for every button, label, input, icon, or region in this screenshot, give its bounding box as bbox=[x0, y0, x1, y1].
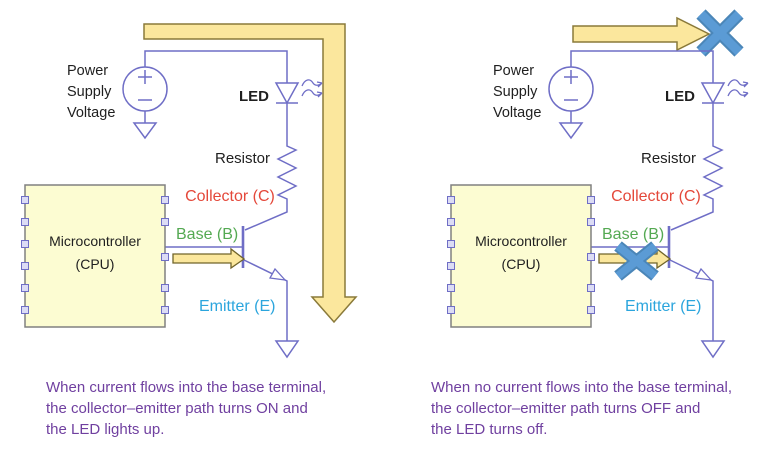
resistor-label: Resistor bbox=[641, 150, 696, 167]
base-label: Base (B) bbox=[602, 226, 664, 243]
resistor-symbol bbox=[702, 141, 724, 207]
resistor-label: Resistor bbox=[215, 150, 270, 167]
left-caption: When current flows into the base termina… bbox=[46, 377, 386, 440]
collector-wire bbox=[244, 207, 288, 231]
microcontroller-box: Microcontroller (CPU) bbox=[21, 184, 169, 328]
light-emission-arrows bbox=[727, 79, 749, 98]
collector-label: Collector (C) bbox=[185, 188, 275, 205]
power-supply-label: Supply bbox=[67, 84, 112, 100]
ground-symbol bbox=[558, 122, 584, 140]
power-supply-label: Voltage bbox=[67, 105, 115, 121]
ground-symbol bbox=[132, 122, 158, 140]
emitter-ground-symbol bbox=[700, 340, 726, 359]
right-circuit: Microcontroller (CPU) Power Supply Volta… bbox=[447, 9, 749, 359]
collector-label: Collector (C) bbox=[611, 188, 701, 205]
current-flow-arrow bbox=[143, 23, 358, 324]
emitter-label: Emitter (E) bbox=[625, 298, 701, 315]
wires bbox=[144, 50, 288, 341]
blocked-x-icon-base bbox=[614, 241, 659, 281]
blocked-current-flow-arrow bbox=[572, 16, 711, 52]
caption-line: the collector–emitter path turns ON and bbox=[46, 400, 308, 417]
wires bbox=[570, 50, 714, 341]
led-symbol bbox=[274, 82, 300, 105]
caption-line: When current flows into the base termina… bbox=[46, 379, 327, 396]
base-current-arrow bbox=[172, 247, 246, 270]
right-caption: When no current flows into the base term… bbox=[431, 377, 768, 440]
led-label: LED bbox=[665, 88, 695, 105]
collector-wire bbox=[670, 207, 714, 231]
mcu-label: Microcontroller bbox=[475, 233, 567, 249]
npn-transistor-symbol bbox=[241, 226, 287, 281]
caption-line: the LED turns off. bbox=[431, 421, 548, 438]
power-supply-symbol bbox=[122, 66, 168, 112]
caption-line: the collector–emitter path turns OFF and bbox=[431, 400, 701, 417]
mcu-label-2: (CPU) bbox=[502, 256, 541, 272]
mcu-label-2: (CPU) bbox=[76, 256, 115, 272]
plus-sign bbox=[138, 70, 152, 84]
microcontroller-box: Microcontroller (CPU) bbox=[447, 184, 595, 328]
top-wire bbox=[570, 50, 714, 83]
led-label: LED bbox=[239, 88, 269, 105]
left-circuit: Microcontroller (CPU) Power Supply Volta… bbox=[21, 23, 358, 359]
emitter-label: Emitter (E) bbox=[199, 298, 275, 315]
mcu-label: Microcontroller bbox=[49, 233, 141, 249]
resistor-symbol bbox=[276, 141, 298, 207]
base-label: Base (B) bbox=[176, 226, 238, 243]
caption-line: When no current flows into the base term… bbox=[431, 379, 732, 396]
blocked-x-icon bbox=[696, 9, 744, 57]
power-supply-label: Power bbox=[493, 63, 534, 79]
power-supply-label: Power bbox=[67, 63, 108, 79]
caption-line: the LED lights up. bbox=[46, 421, 165, 438]
power-supply-label: Voltage bbox=[493, 105, 541, 121]
emitter-ground-symbol bbox=[274, 340, 300, 359]
emitter-wire bbox=[243, 259, 288, 341]
plus-sign bbox=[564, 70, 578, 84]
mcu-pins bbox=[21, 196, 169, 314]
emitter-arrowhead bbox=[268, 267, 287, 281]
top-wire bbox=[144, 50, 288, 83]
led-symbol bbox=[700, 82, 726, 105]
light-emission-arrows bbox=[301, 79, 323, 98]
emitter-wire bbox=[669, 259, 714, 341]
power-supply-symbol bbox=[548, 66, 594, 112]
emitter-arrowhead bbox=[694, 267, 713, 281]
mcu-pins bbox=[447, 196, 595, 314]
npn-transistor-symbol bbox=[667, 226, 713, 281]
power-supply-label: Supply bbox=[493, 84, 538, 100]
